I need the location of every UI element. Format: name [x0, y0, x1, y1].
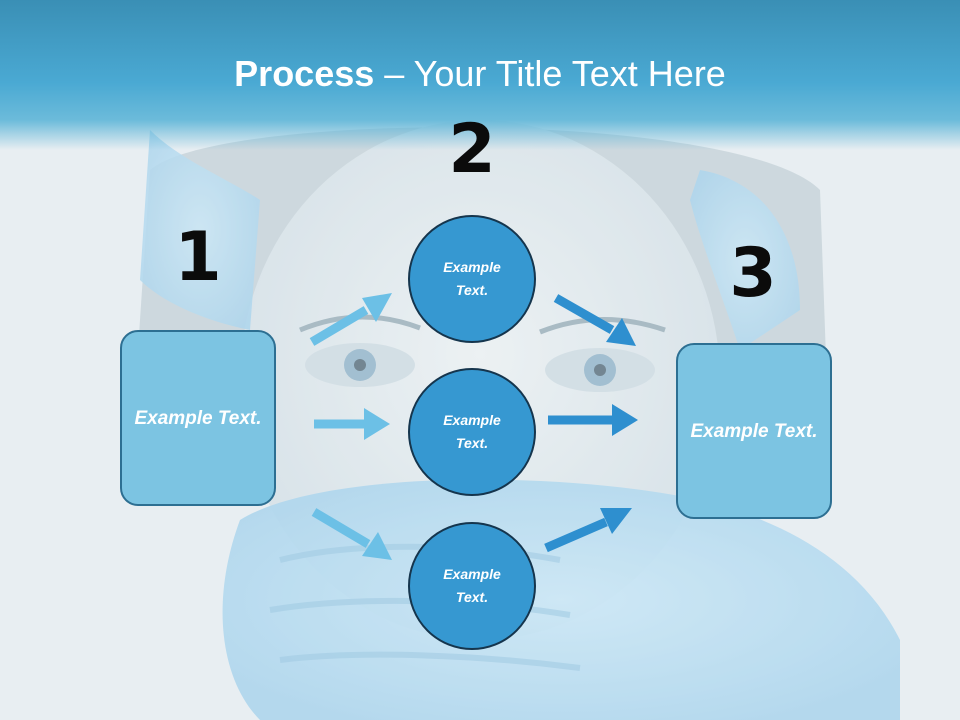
process-circle-bottom: Example Text.: [408, 522, 536, 650]
left-process-box: Example Text.: [120, 330, 276, 506]
step-number-2: 2: [448, 110, 496, 189]
title-banner: [0, 0, 960, 150]
process-circle-middle-label: Example Text.: [443, 412, 501, 451]
step-number-3: 3: [729, 234, 777, 313]
step-number-1: 1: [174, 218, 222, 297]
arrow-right-middle: [548, 404, 638, 436]
arrow-left-middle: [314, 408, 390, 440]
right-process-box: Example Text.: [676, 343, 832, 519]
process-circle-middle: Example Text.: [408, 368, 536, 496]
title-strong: Process: [234, 53, 375, 94]
arrow-left-upper: [309, 293, 392, 346]
arrow-right-upper: [553, 294, 636, 346]
process-circle-top: Example Text.: [408, 215, 536, 343]
arrow-left-lower: [311, 508, 392, 560]
arrow-right-lower: [544, 508, 632, 553]
slide-title: Process – Your Title Text Here: [0, 52, 960, 96]
process-circle-top-label: Example Text.: [443, 259, 501, 298]
process-circle-bottom-label: Example Text.: [443, 566, 501, 605]
title-rest: – Your Title Text Here: [374, 53, 726, 94]
